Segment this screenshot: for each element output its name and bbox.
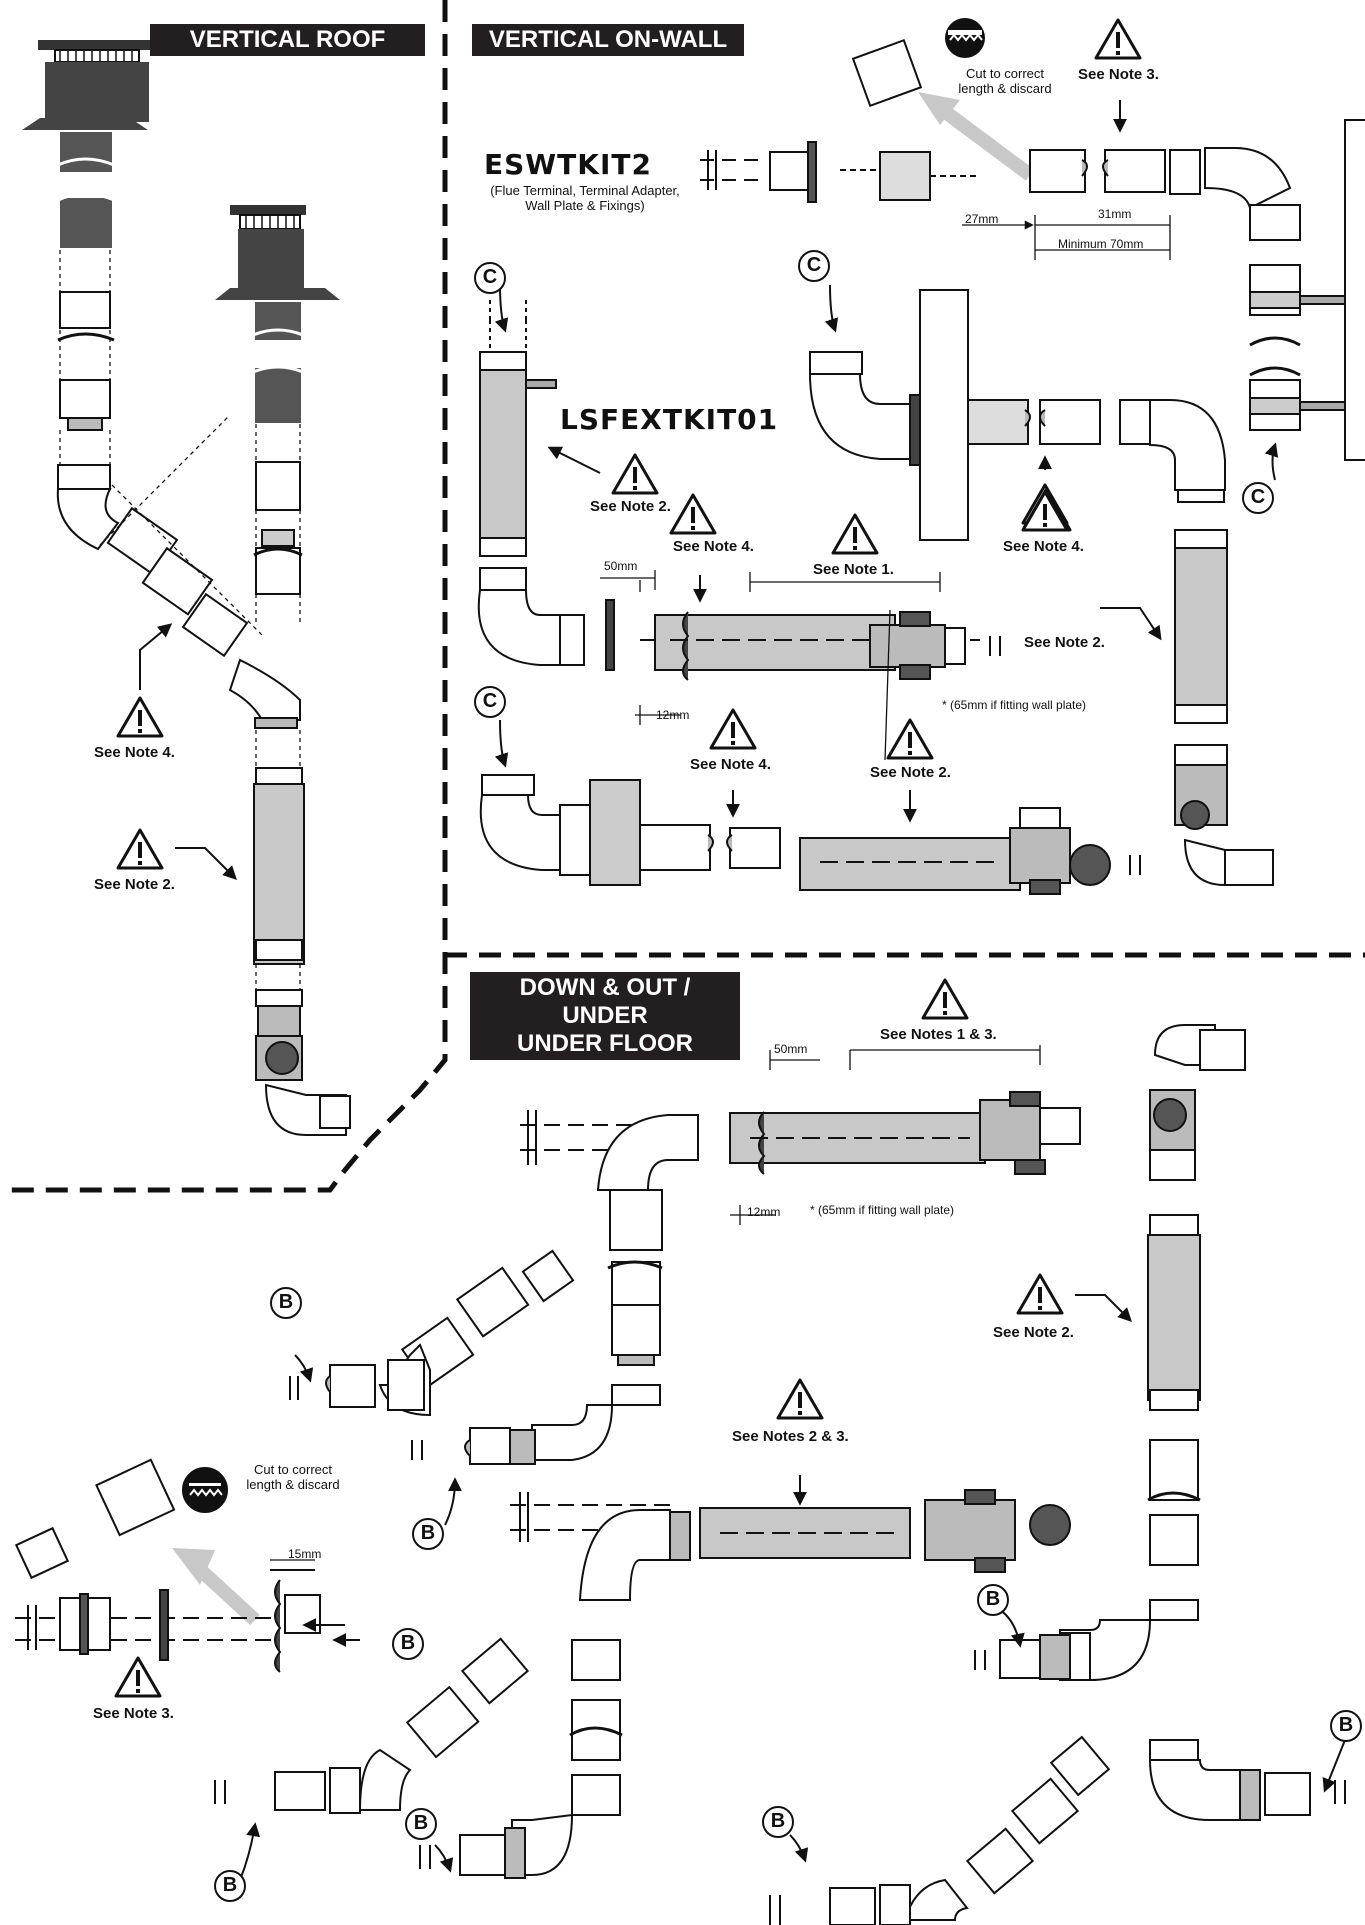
dim-min-70mm: Minimum 70mm (1058, 237, 1144, 251)
footnote-onwall: * (65mm if fitting wall plate) (942, 698, 1087, 712)
header-down-out-line1: DOWN & OUT / UNDER (519, 974, 691, 1029)
down-out-assembly (14, 978, 1346, 1925)
on-wall-elbow-top (808, 289, 1274, 886)
note-onwall-3: See Note 3. (1078, 66, 1159, 83)
callout-b-1: B (270, 1287, 302, 1319)
roof-pipe-right (253, 461, 303, 595)
kit-eswtkit2-desc-line1: (Flue Terminal, Terminal Adapter, (490, 183, 680, 198)
callout-b-2: B (412, 1518, 444, 1550)
dim-12mm-down: 12mm (747, 1205, 781, 1219)
roof-terminal-left (22, 40, 156, 248)
note-down-2: See Note 2. (993, 1324, 1074, 1341)
down-out-middle-run (214, 1489, 1071, 1879)
footnote-down: * (65mm if fitting wall plate) (810, 1203, 955, 1217)
note-onwall-2c: See Note 2. (870, 764, 951, 781)
callout-c-1: C (474, 262, 506, 294)
cut-label-bottom-line2: length & discard (246, 1477, 340, 1492)
header-vertical-on-wall: VERTICAL ON-WALL (472, 24, 744, 56)
roof-offset (56, 464, 301, 729)
down-out-right-run (769, 1024, 1346, 1925)
kit-eswtkit2-description: (Flue Terminal, Terminal Adapter, Wall P… (450, 183, 720, 213)
header-vertical-roof: VERTICAL ROOF (150, 24, 425, 56)
on-wall-extension-left (477, 300, 615, 671)
on-wall-wall-right (1249, 119, 1365, 461)
down-out-terminal-cut (14, 1458, 321, 1673)
note-onwall-1: See Note 1. (813, 561, 894, 578)
on-wall-bottom-row (479, 774, 1141, 895)
note-down-1-3: See Notes 1 & 3. (880, 1026, 997, 1043)
note-onwall-4b: See Note 4. (1003, 538, 1084, 555)
kit-eswtkit2: ESWTKIT2 (484, 148, 652, 181)
down-out-top-run (289, 1091, 1081, 1465)
callout-c-4: C (1242, 482, 1274, 514)
note-down-2-3: See Notes 2 & 3. (732, 1428, 849, 1445)
callout-c-3: C (474, 686, 506, 718)
kit-eswtkit2-desc-line2: Wall Plate & Fixings) (525, 198, 645, 213)
dim-31mm: 31mm (1098, 207, 1132, 221)
cut-label-top-line1: Cut to correct (965, 66, 1045, 81)
dim-50mm-onwall: 50mm (604, 559, 638, 573)
roof-terminal-right (215, 205, 340, 423)
cut-discard-top (851, 18, 1035, 181)
note-onwall-4a: See Note 4. (673, 538, 754, 555)
note-roof-2: See Note 2. (94, 876, 175, 893)
note-roof-4: See Note 4. (94, 744, 175, 761)
on-wall-extension-horizontal (640, 611, 1001, 681)
vertical-roof-assembly (22, 40, 351, 1136)
dim-15mm: 15mm (288, 1547, 322, 1561)
callout-b-8: B (762, 1806, 794, 1838)
header-down-out-line2: UNDER FLOOR (517, 1030, 693, 1057)
callout-b-3: B (392, 1628, 424, 1660)
cut-label-bottom-line1: Cut to correct (253, 1462, 333, 1477)
kit-lsfextkit01: LSFEXTKIT01 (560, 403, 779, 436)
dim-12mm-onwall: 12mm (656, 708, 690, 722)
callout-b-4: B (977, 1584, 1009, 1616)
vertical-on-wall-assembly (477, 18, 1365, 895)
callout-b-6: B (405, 1808, 437, 1840)
cut-label-bottom: Cut to correct length & discard (228, 1462, 358, 1492)
callout-b-7: B (214, 1870, 246, 1902)
note-onwall-2a: See Note 2. (590, 498, 671, 515)
note-down-3: See Note 3. (93, 1705, 174, 1722)
on-wall-terminal-row (700, 141, 1301, 241)
cut-label-top-line2: length & discard (958, 81, 1052, 96)
note-onwall-4c: See Note 4. (690, 756, 771, 773)
section-dividers (0, 0, 1365, 1193)
cut-label-top: Cut to correct length & discard (940, 66, 1070, 96)
roof-pipe-left (57, 291, 115, 431)
header-down-out: DOWN & OUT / UNDER UNDER FLOOR (470, 972, 740, 1060)
roof-extension (253, 767, 351, 1136)
note-onwall-2b: See Note 2. (1024, 634, 1105, 651)
callout-c-2: C (798, 250, 830, 282)
dim-27mm: 27mm (965, 212, 999, 226)
dim-50mm-down: 50mm (774, 1042, 808, 1056)
callout-b-5: B (1330, 1710, 1362, 1742)
